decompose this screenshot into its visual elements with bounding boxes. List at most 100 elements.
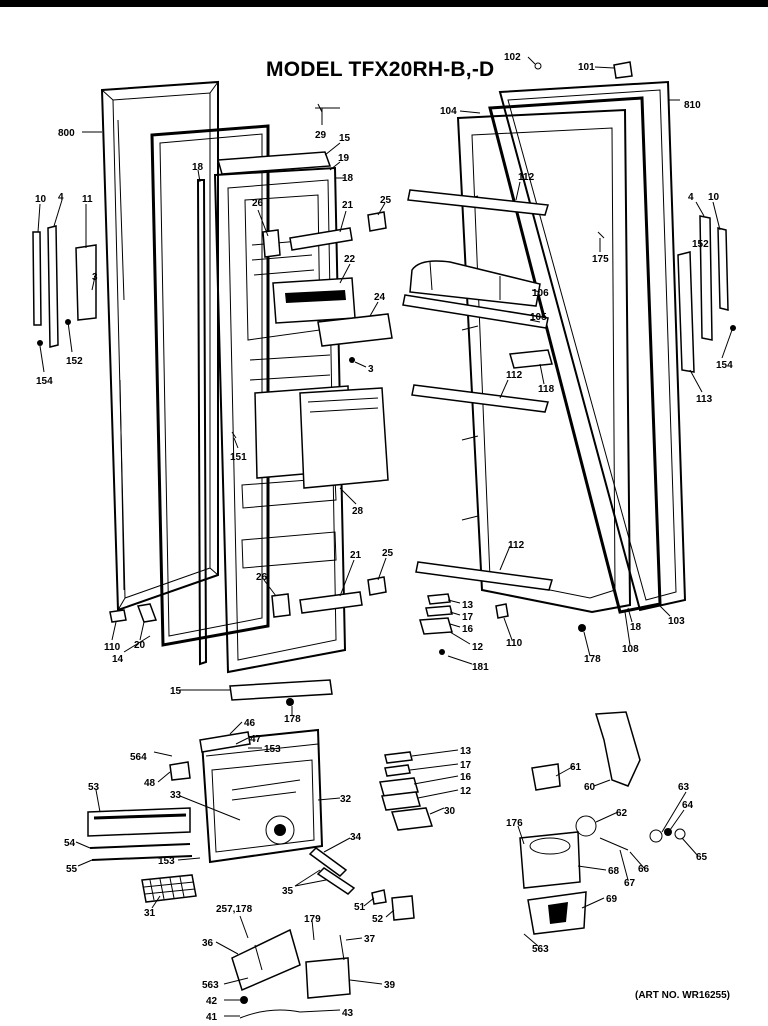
callout-175: 175 [592,254,609,265]
callout-800: 800 [58,128,75,139]
solenoid-63-64-65 [649,828,686,843]
model-title: MODEL TFX20RH-B,-D [266,58,495,81]
callout-18-a: 18 [342,173,354,184]
door-shelf-top [407,189,549,216]
callout-41: 41 [206,1012,218,1023]
callout-21-b: 21 [350,550,362,561]
dairy-compartment [409,260,541,307]
callout-34: 34 [350,832,362,843]
freezer-door-gasket [150,124,270,647]
part-20 [136,603,158,623]
ice-bin [272,277,356,324]
wire-harness-41 [239,1009,301,1019]
drip-grille-31 [141,874,197,903]
callout-12-b: 12 [460,786,472,797]
part-151 [231,431,237,439]
callout-26-a: 26 [252,198,264,209]
callout-67: 67 [624,878,636,889]
callout-69: 69 [606,894,618,905]
fresh-food-door-gasket [488,96,662,614]
callout-10-right: 10 [708,192,720,203]
part-3 [349,357,355,363]
callout-118: 118 [538,384,555,395]
callout-64: 64 [682,800,694,811]
flapper-62 [575,815,597,837]
door-hinge-parts-middle [419,593,453,655]
callout-24: 24 [374,292,386,303]
callout-154-left: 154 [36,376,53,387]
callout-3-left: 3 [92,272,98,283]
part-110-left [109,609,127,623]
lower-shelf-support [271,576,387,618]
spring-66-67 [599,837,629,851]
callout-563-right: 563 [532,944,549,955]
chute-base-69 [527,891,587,935]
part-110-right [495,603,509,619]
callout-52: 52 [372,914,384,925]
callout-16-b: 16 [460,772,472,783]
callout-104: 104 [440,106,457,117]
callout-54: 54 [64,838,76,849]
callout-65: 65 [696,852,708,863]
part-42 [240,996,248,1004]
callout-30: 30 [444,806,456,817]
callout-53: 53 [88,782,100,793]
callout-25-a: 25 [380,195,392,206]
callout-15-bottom: 15 [170,686,182,697]
callout-68: 68 [608,866,620,877]
foot-178-right [578,624,586,632]
freezer-trim-strip [196,179,208,666]
callout-11: 11 [82,194,93,205]
callout-36: 36 [202,938,214,949]
relay-39 [305,957,351,999]
callout-39: 39 [384,980,396,991]
callout-numbers: 102 101 810 800 29 15 19 18 18 104 112 1… [35,52,733,1023]
part-30 [390,807,434,831]
callout-25-b: 25 [382,548,394,559]
callout-151: 151 [230,452,247,463]
callout-63: 63 [678,782,690,793]
callout-47: 47 [250,734,262,745]
callout-101: 101 [578,62,595,73]
callout-154-right: 154 [716,360,733,371]
door-shelf-bottom [415,561,553,591]
callout-62: 62 [616,808,628,819]
callout-4-right: 4 [688,192,694,203]
freezer-bottom-trim [229,679,333,701]
butter-bin-118 [509,349,553,369]
callout-112-b: 112 [506,370,523,381]
upper-shelf-support [262,211,387,258]
callout-18-b: 18 [192,162,204,173]
callout-60: 60 [584,782,596,793]
callout-17-a: 17 [462,612,474,623]
part-48 [169,761,191,781]
callout-16-a: 16 [462,624,474,635]
callout-153-a: 153 [264,744,281,755]
callout-51: 51 [354,902,366,913]
callout-257-178: 257,178 [216,904,253,915]
callout-102: 102 [504,52,521,63]
fresh-food-door-outer [498,80,687,612]
shelf-panel [317,313,393,347]
freezer-basket-door [254,385,389,489]
callout-105: 105 [530,312,547,323]
dispenser-cover-53 [87,807,191,837]
callout-18-right: 18 [630,622,642,633]
freezer-top-trim [217,151,332,175]
callout-55: 55 [66,864,78,875]
callout-178-mid: 178 [284,714,301,725]
callout-28: 28 [352,506,364,517]
callout-110-left: 110 [104,642,121,653]
ice-chute-60 [595,711,641,787]
callout-106: 106 [532,288,549,299]
callout-3-mid: 3 [368,364,374,375]
callout-103: 103 [668,616,685,627]
callout-21-a: 21 [342,200,354,211]
switch-bracket-36 [231,928,301,992]
callout-35: 35 [282,886,294,897]
wire-37 [339,934,345,961]
leader-lines [37,56,733,1017]
callout-33: 33 [170,790,182,801]
left-door-hinge [32,225,97,348]
